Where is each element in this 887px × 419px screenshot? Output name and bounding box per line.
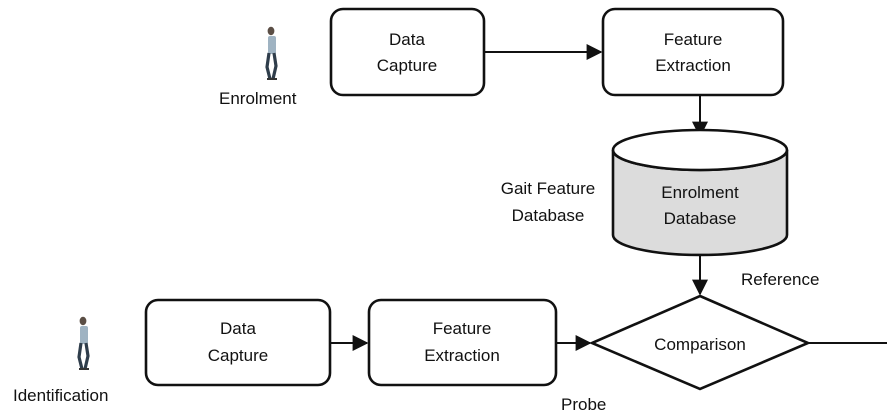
enrolment-label: Enrolment [219, 89, 297, 108]
enrolment-database-line-2: Database [664, 209, 737, 228]
enrolment-data-capture-line-1: Data [389, 30, 425, 49]
enrolment-database-cylinder [611, 128, 789, 257]
probe-label: Probe [561, 395, 606, 414]
enrolment-feature-extraction-box [601, 7, 785, 97]
identification-feature-extraction-line-2: Extraction [424, 346, 500, 365]
identification-feature-extraction-line-1: Feature [433, 319, 492, 338]
identification-data-capture-box [144, 298, 332, 387]
comparison-diamond [588, 294, 812, 391]
gait-feature-database-label-line-2: Database [512, 206, 585, 225]
identification-label: Identification [13, 386, 108, 405]
enrolment-database-line-1: Enrolment [661, 183, 739, 202]
reference-label: Reference [741, 270, 819, 289]
enrolment-data-capture-box [329, 7, 486, 97]
identification-feature-extraction-box [367, 298, 558, 387]
walking-person-icon [77, 316, 90, 370]
enrolment-feature-extraction-line-1: Feature [664, 30, 723, 49]
identification-data-capture-line-1: Data [220, 319, 256, 338]
enrolment-data-capture-line-2: Capture [377, 56, 437, 75]
identification-data-capture-line-2: Capture [208, 346, 268, 365]
gait-feature-database-label-line-1: Gait Feature [501, 179, 596, 198]
walking-person-icon [265, 26, 278, 80]
enrolment-feature-extraction-line-2: Extraction [655, 56, 731, 75]
comparison-label: Comparison [654, 335, 746, 354]
